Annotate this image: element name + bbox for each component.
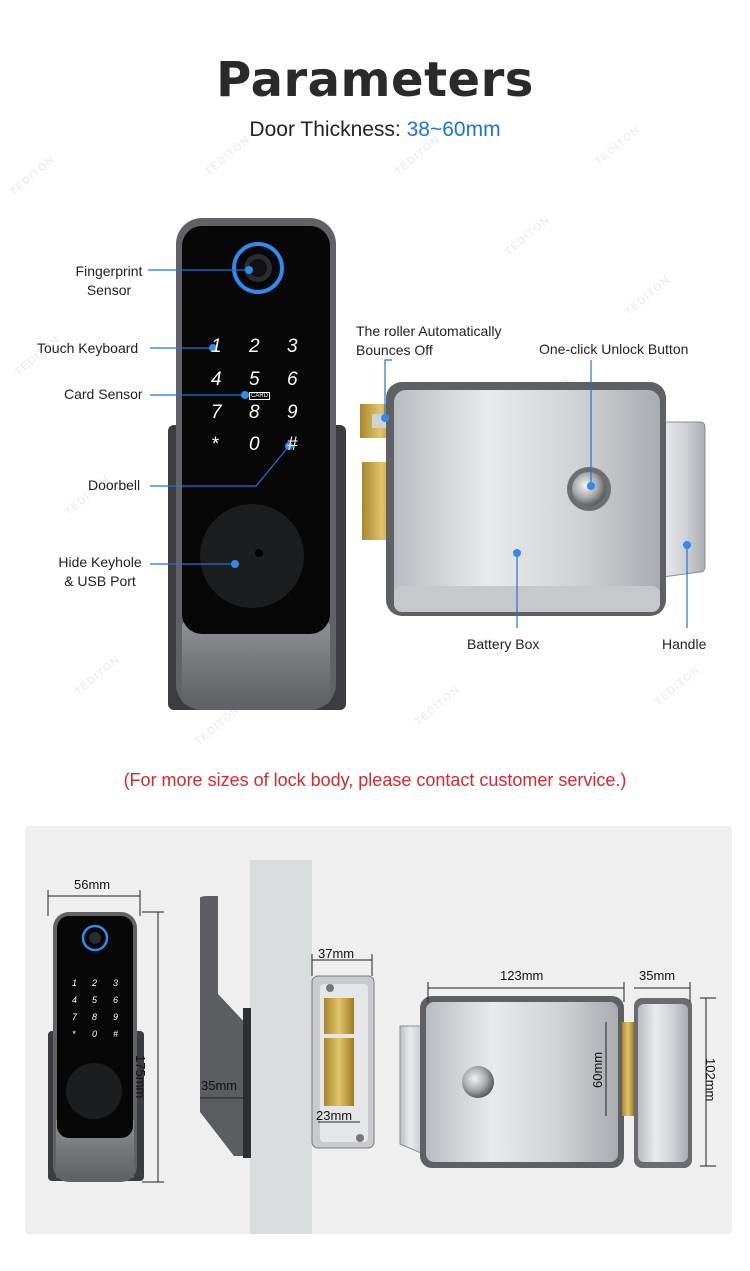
keyhole-line1: Hide Keyhole: [58, 554, 142, 570]
keyhole-line2: & USB Port: [64, 573, 136, 589]
dim-height-60: 60mm: [590, 1051, 605, 1088]
keypad-key: 2: [249, 336, 260, 357]
door-thickness-subtitle: Door Thickness: 38~60mm: [0, 118, 750, 142]
dim-body-37: 37mm: [318, 946, 355, 961]
label-handle: Handle: [662, 636, 707, 652]
smart-lock-device: [168, 218, 346, 710]
card-tag: CARD: [249, 392, 271, 400]
page-title: Parameters: [216, 52, 534, 108]
lock-body-section: [311, 975, 375, 1149]
subtitle-prefix: Door Thickness:: [249, 118, 407, 141]
label-unlock-button: One-click Unlock Button: [539, 341, 689, 357]
dim-thickness-35: 35mm: [201, 1078, 238, 1093]
label-fingerprint-sensor: Fingerprint Sensor: [50, 262, 168, 300]
dimension-drawing: 1 2 3 4 5 6 7 8 9 * 0 #: [47, 860, 716, 1234]
svg-text:#: #: [113, 1029, 119, 1039]
svg-text:3: 3: [113, 978, 118, 988]
keypad-key: 9: [287, 402, 298, 423]
side-profile: [200, 860, 312, 1234]
svg-text:2: 2: [91, 978, 97, 988]
keypad-key: 8: [249, 402, 260, 423]
svg-text:0: 0: [92, 1029, 97, 1039]
callout-dots: [209, 266, 691, 568]
svg-text:1: 1: [72, 978, 77, 988]
callout-lines: [148, 269, 688, 628]
fingerprint-line1: Fingerprint: [75, 263, 143, 279]
keyhole-cover: [200, 504, 304, 608]
dim-width-56: 56mm: [74, 877, 111, 892]
keypad-key: 6: [287, 369, 298, 390]
label-doorbell: Doorbell: [88, 477, 141, 493]
svg-text:*: *: [72, 1029, 76, 1039]
dim-length-123: 123mm: [500, 968, 544, 983]
small-lock: 1 2 3 4 5 6 7 8 9 * 0 #: [48, 912, 144, 1182]
keypad-key: #: [287, 434, 298, 455]
dim-body-23: 23mm: [316, 1108, 353, 1123]
label-touch-keyboard: Touch Keyboard: [37, 340, 139, 356]
label-hide-keyhole: Hide Keyhole & USB Port: [50, 553, 150, 591]
keypad-key: 5: [249, 369, 260, 390]
fingerprint-ring-icon: [232, 242, 284, 294]
fingerprint-line2: Sensor: [86, 282, 132, 298]
contact-note: (For more sizes of lock body, please con…: [123, 770, 627, 790]
keypad-key: 4: [211, 369, 222, 390]
product-illustration: [148, 218, 706, 710]
subtitle-value: 38~60mm: [406, 118, 501, 141]
label-battery-box: Battery Box: [467, 636, 540, 652]
svg-text:6: 6: [113, 995, 118, 1005]
svg-text:7: 7: [72, 1012, 78, 1022]
dim-height-175: 175mm: [133, 1055, 148, 1099]
svg-text:4: 4: [72, 995, 77, 1005]
dim-depth-35: 35mm: [639, 968, 676, 983]
keypad-key: 7: [211, 402, 222, 423]
svg-text:8: 8: [92, 1012, 97, 1022]
label-card-sensor: Card Sensor: [64, 386, 143, 402]
label-roller: The roller Automatically Bounces Off: [356, 322, 502, 360]
roller-line1: The roller Automatically: [356, 323, 502, 339]
roller-line2: Bounces Off: [356, 342, 433, 358]
keypad-key: 0: [249, 434, 260, 455]
svg-text:5: 5: [92, 995, 98, 1005]
dim-height-102: 102mm: [703, 1058, 718, 1102]
keypad-key: 3: [287, 336, 298, 357]
lock-body-front: [399, 996, 692, 1168]
keypad-key: 1: [211, 336, 222, 357]
keypad-key: *: [211, 434, 219, 455]
lock-body: [360, 382, 706, 616]
svg-text:9: 9: [113, 1012, 118, 1022]
